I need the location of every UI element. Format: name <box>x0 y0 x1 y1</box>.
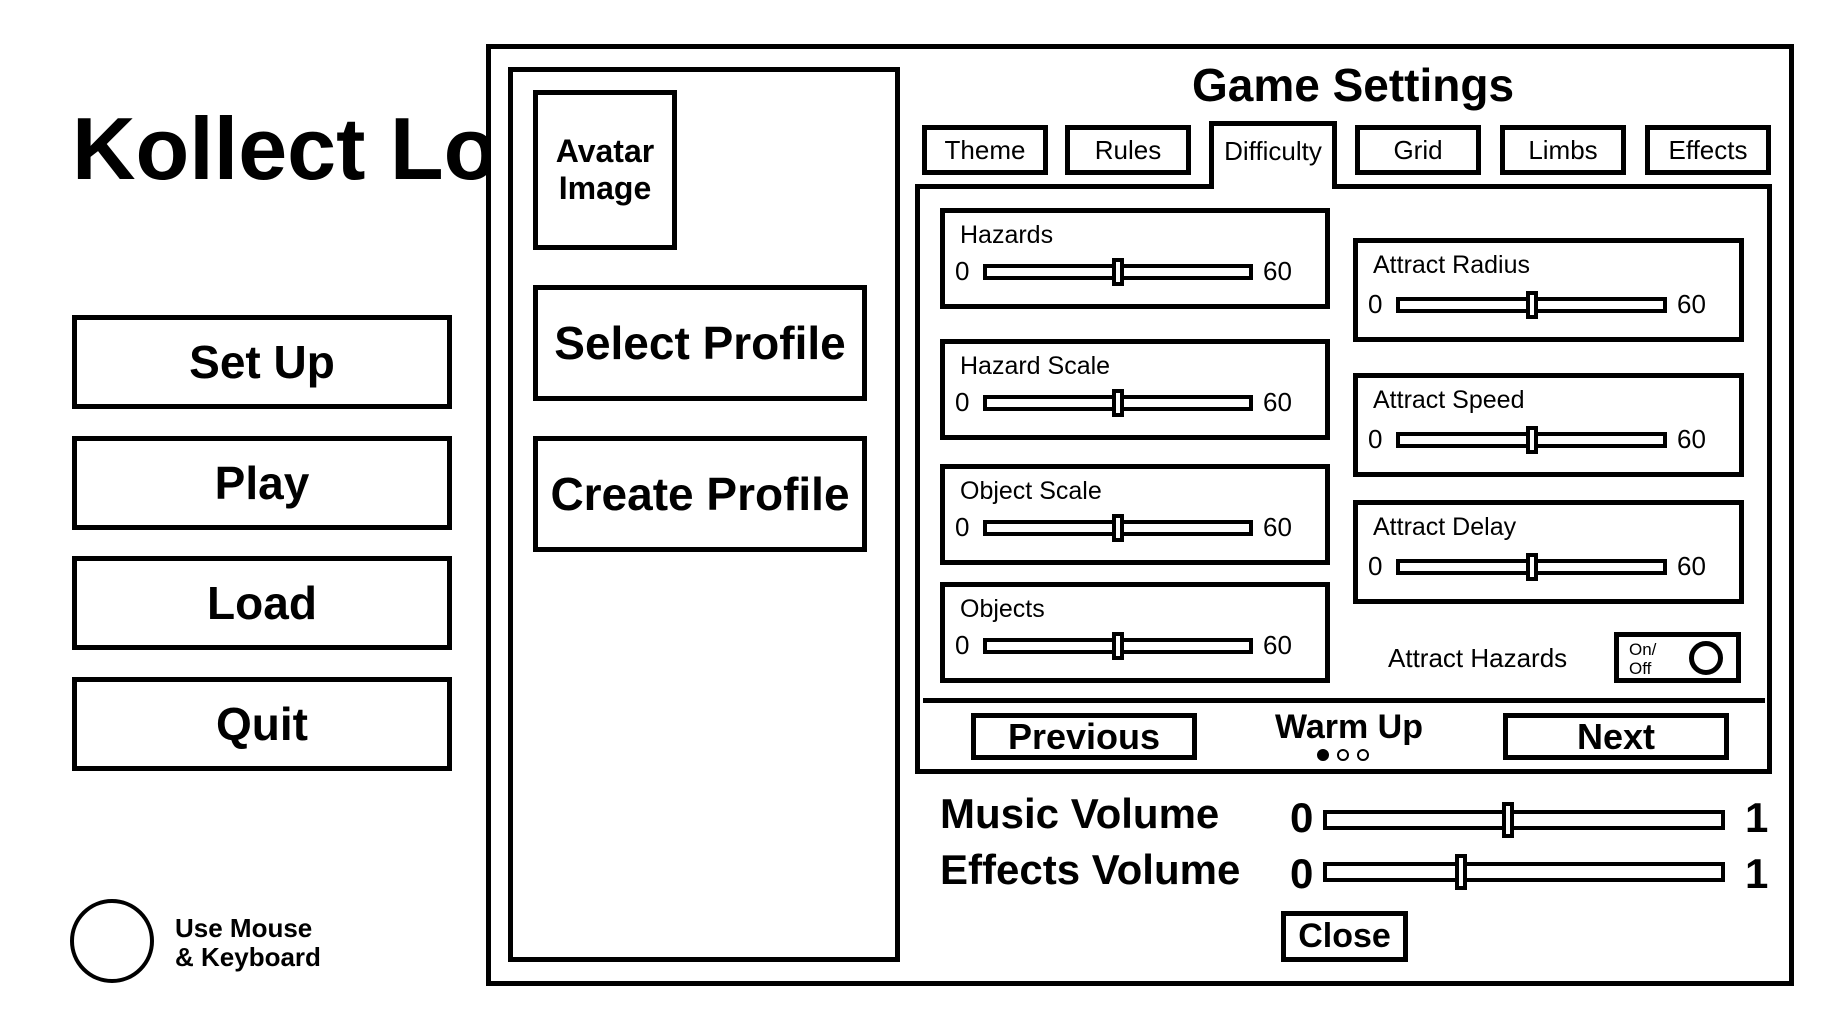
hazards-thumb[interactable] <box>1112 258 1124 286</box>
toggle-knob-icon <box>1689 641 1723 675</box>
page-dot <box>1337 749 1349 761</box>
attract-hazards-toggle[interactable]: On/ Off <box>1614 632 1741 683</box>
hazard-scale-thumb[interactable] <box>1112 389 1124 417</box>
object-scale-max: 60 <box>1263 512 1292 542</box>
object-scale-setting: Object Scale 0 60 <box>940 464 1330 565</box>
hazard-scale-max: 60 <box>1263 387 1292 417</box>
attract-radius-min: 0 <box>1368 289 1383 319</box>
page-dot <box>1357 749 1369 761</box>
object-scale-min: 0 <box>955 512 970 542</box>
attract-radius-slider[interactable] <box>1396 291 1667 319</box>
hazard-scale-min: 0 <box>955 387 970 417</box>
attract-speed-max: 60 <box>1677 424 1706 454</box>
object-scale-label: Object Scale <box>960 477 1102 505</box>
attract-radius-setting: Attract Radius 0 60 <box>1353 238 1744 342</box>
effects-volume-thumb[interactable] <box>1454 854 1467 890</box>
objects-slider[interactable] <box>983 632 1253 660</box>
previous-button[interactable]: Previous <box>971 713 1197 760</box>
object-scale-thumb[interactable] <box>1112 514 1124 542</box>
effects-volume-min: 0 <box>1290 850 1314 897</box>
tab-rules[interactable]: Rules <box>1065 125 1191 175</box>
attract-radius-label: Attract Radius <box>1373 251 1531 279</box>
load-button[interactable]: Load <box>72 556 452 650</box>
attract-speed-thumb[interactable] <box>1525 426 1538 454</box>
hazards-slider[interactable] <box>983 258 1253 286</box>
input-mode-label: Use Mouse & Keyboard <box>175 913 321 972</box>
music-volume-label: Music Volume <box>940 790 1220 837</box>
attract-delay-slider[interactable] <box>1396 553 1667 581</box>
attract-hazards-label: Attract Hazards <box>1388 643 1568 673</box>
input-mode-icon[interactable] <box>70 899 154 983</box>
page-dot <box>1317 749 1329 761</box>
effects-volume-slider[interactable] <box>1323 854 1725 890</box>
create-profile-button[interactable]: Create Profile <box>533 436 867 552</box>
attract-speed-min: 0 <box>1368 424 1383 454</box>
tab-difficulty[interactable]: Difficulty <box>1209 121 1337 189</box>
attract-radius-thumb[interactable] <box>1525 291 1538 319</box>
setup-button[interactable]: Set Up <box>72 315 452 409</box>
close-button[interactable]: Close <box>1281 911 1408 962</box>
preset-name: Warm Up <box>1275 708 1423 746</box>
attract-speed-label: Attract Speed <box>1373 386 1525 414</box>
objects-label: Objects <box>960 595 1045 623</box>
page-indicator <box>1317 749 1369 761</box>
title-area: Kollect Loot <box>0 90 486 200</box>
select-profile-button[interactable]: Select Profile <box>533 285 867 401</box>
avatar-image[interactable]: Avatar Image <box>533 90 677 250</box>
tab-effects[interactable]: Effects <box>1645 125 1771 175</box>
music-volume-max: 1 <box>1745 794 1769 841</box>
object-scale-slider[interactable] <box>983 514 1253 542</box>
objects-max: 60 <box>1263 630 1292 660</box>
attract-delay-min: 0 <box>1368 551 1383 581</box>
objects-setting: Objects 0 60 <box>940 582 1330 683</box>
music-volume-thumb[interactable] <box>1502 802 1515 838</box>
next-button[interactable]: Next <box>1503 713 1729 760</box>
attract-radius-max: 60 <box>1677 289 1706 319</box>
game-title: Kollect Loot <box>72 99 486 198</box>
tab-limbs[interactable]: Limbs <box>1500 125 1626 175</box>
attract-speed-setting: Attract Speed 0 60 <box>1353 373 1744 477</box>
divider <box>923 698 1765 703</box>
tab-grid[interactable]: Grid <box>1355 125 1481 175</box>
attract-delay-thumb[interactable] <box>1525 553 1538 581</box>
quit-button[interactable]: Quit <box>72 677 452 771</box>
music-volume-min: 0 <box>1290 794 1314 841</box>
attract-delay-max: 60 <box>1677 551 1706 581</box>
hazard-scale-slider[interactable] <box>983 389 1253 417</box>
hazard-scale-setting: Hazard Scale 0 60 <box>940 339 1330 440</box>
objects-min: 0 <box>955 630 970 660</box>
settings-title: Game Settings <box>1191 59 1515 111</box>
effects-volume-label: Effects Volume <box>940 846 1241 893</box>
toggle-label: On/ Off <box>1629 640 1657 678</box>
attract-speed-slider[interactable] <box>1396 426 1667 454</box>
hazards-setting: Hazards 0 60 <box>940 208 1330 309</box>
hazards-min: 0 <box>955 256 970 286</box>
hazards-max: 60 <box>1263 256 1292 286</box>
attract-delay-label: Attract Delay <box>1373 513 1517 541</box>
hazard-scale-label: Hazard Scale <box>960 352 1111 380</box>
tab-theme[interactable]: Theme <box>922 125 1048 175</box>
music-volume-slider[interactable] <box>1323 802 1725 838</box>
objects-thumb[interactable] <box>1112 632 1124 660</box>
hazards-label: Hazards <box>960 221 1054 249</box>
attract-delay-setting: Attract Delay 0 60 <box>1353 500 1744 604</box>
play-button[interactable]: Play <box>72 436 452 530</box>
effects-volume-max: 1 <box>1745 850 1769 897</box>
